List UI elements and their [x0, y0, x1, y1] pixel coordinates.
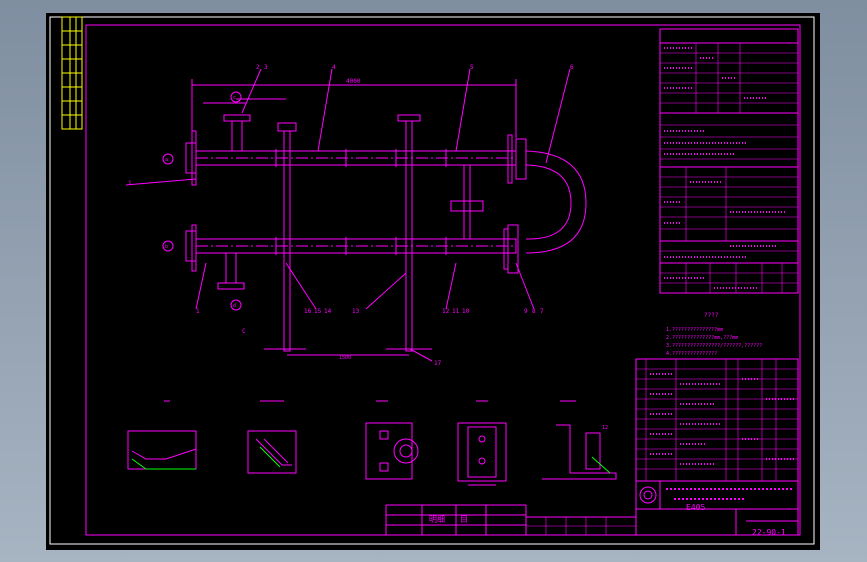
upper-right-flange [515, 138, 527, 180]
view-label-c: C [242, 328, 246, 335]
sheet-inner-border [85, 24, 801, 536]
callout-5: 5 [470, 64, 474, 71]
title-block: E405 22-90-1 明细 目 [385, 480, 799, 537]
tech-req-heading: ???? [704, 312, 719, 319]
callout-13: 13 [352, 308, 360, 315]
company-seal-icon [639, 486, 657, 504]
bill-of-materials [635, 358, 799, 482]
nozzle-label-a: a [165, 157, 168, 163]
callout-15: 15 [314, 308, 322, 315]
tech-req-line-1: 1.???????????????mm [666, 327, 723, 333]
overall-dimension: 4000 [346, 78, 361, 85]
support-left [283, 130, 291, 352]
lower-left-flange [185, 230, 197, 262]
drawing-number: 22-90-1 [752, 528, 786, 537]
detail-view-1 [127, 400, 197, 470]
callout-11: 11 [452, 308, 460, 315]
middle-bracket [450, 200, 484, 212]
callout-14: 14 [324, 308, 332, 315]
upper-left-flange [185, 142, 197, 174]
nozzle-label-d: d [233, 303, 236, 309]
tech-req-line-2: 2.??????????????mm,???mm [666, 335, 738, 341]
callout-12: 12 [442, 308, 450, 315]
detail-view-3 [365, 400, 419, 480]
callout-3: 3 [264, 64, 268, 71]
u-bend-outer [525, 150, 587, 254]
support-right [405, 120, 413, 352]
callout-2: 2 [256, 64, 260, 71]
callout-16: 16 [304, 308, 312, 315]
callout-7: 7 [540, 308, 544, 315]
callout-6: 6 [570, 64, 574, 71]
main-elevation-view: 4000 1500 [125, 64, 587, 367]
nozzle-marker-d [230, 299, 242, 311]
design-parameter-table [659, 28, 799, 294]
center-dimension: 1500 [339, 355, 351, 361]
callout-1: 1 [128, 180, 132, 187]
detail-view-5: 12 [542, 400, 617, 480]
callout-9: 9 [524, 308, 528, 315]
callout-10: 10 [462, 308, 470, 315]
detail-view-4 [457, 400, 507, 486]
callout-4: 4 [332, 64, 336, 71]
drawing-sheet: 4000 1500 [49, 16, 815, 545]
detail-callout-12: 12 [602, 425, 608, 431]
nozzle-label-c: c [233, 95, 236, 101]
sheet-outer-border [49, 16, 815, 545]
nozzle-marker-a [162, 153, 174, 165]
revision-strip [61, 16, 83, 130]
tech-req-line-4: 4.??????????????? [666, 351, 717, 357]
detail-views: 12 [127, 400, 617, 486]
equipment-number: E405 [686, 503, 705, 512]
nozzle-marker-c [230, 91, 242, 103]
nozzle-label-b: b [165, 244, 168, 250]
callout-17: 17 [434, 360, 442, 367]
detail-view-2 [247, 400, 297, 474]
parts-title-left: 明细 [429, 514, 445, 524]
u-bend-inner [525, 164, 572, 240]
cad-viewport[interactable]: 4000 1500 [46, 13, 820, 550]
nozzle-marker-b [162, 240, 174, 252]
top-nozzle [231, 120, 243, 152]
bottom-nozzle [225, 252, 237, 284]
callout-8: 8 [532, 308, 536, 315]
tech-req-line-3: 3.????????????????/??????,?????? [666, 343, 762, 349]
technical-requirements: ???? 1.???????????????mm 2.?????????????… [666, 312, 762, 357]
callout-1-lower: 1 [196, 308, 200, 315]
parts-title-right: 目 [460, 515, 468, 524]
